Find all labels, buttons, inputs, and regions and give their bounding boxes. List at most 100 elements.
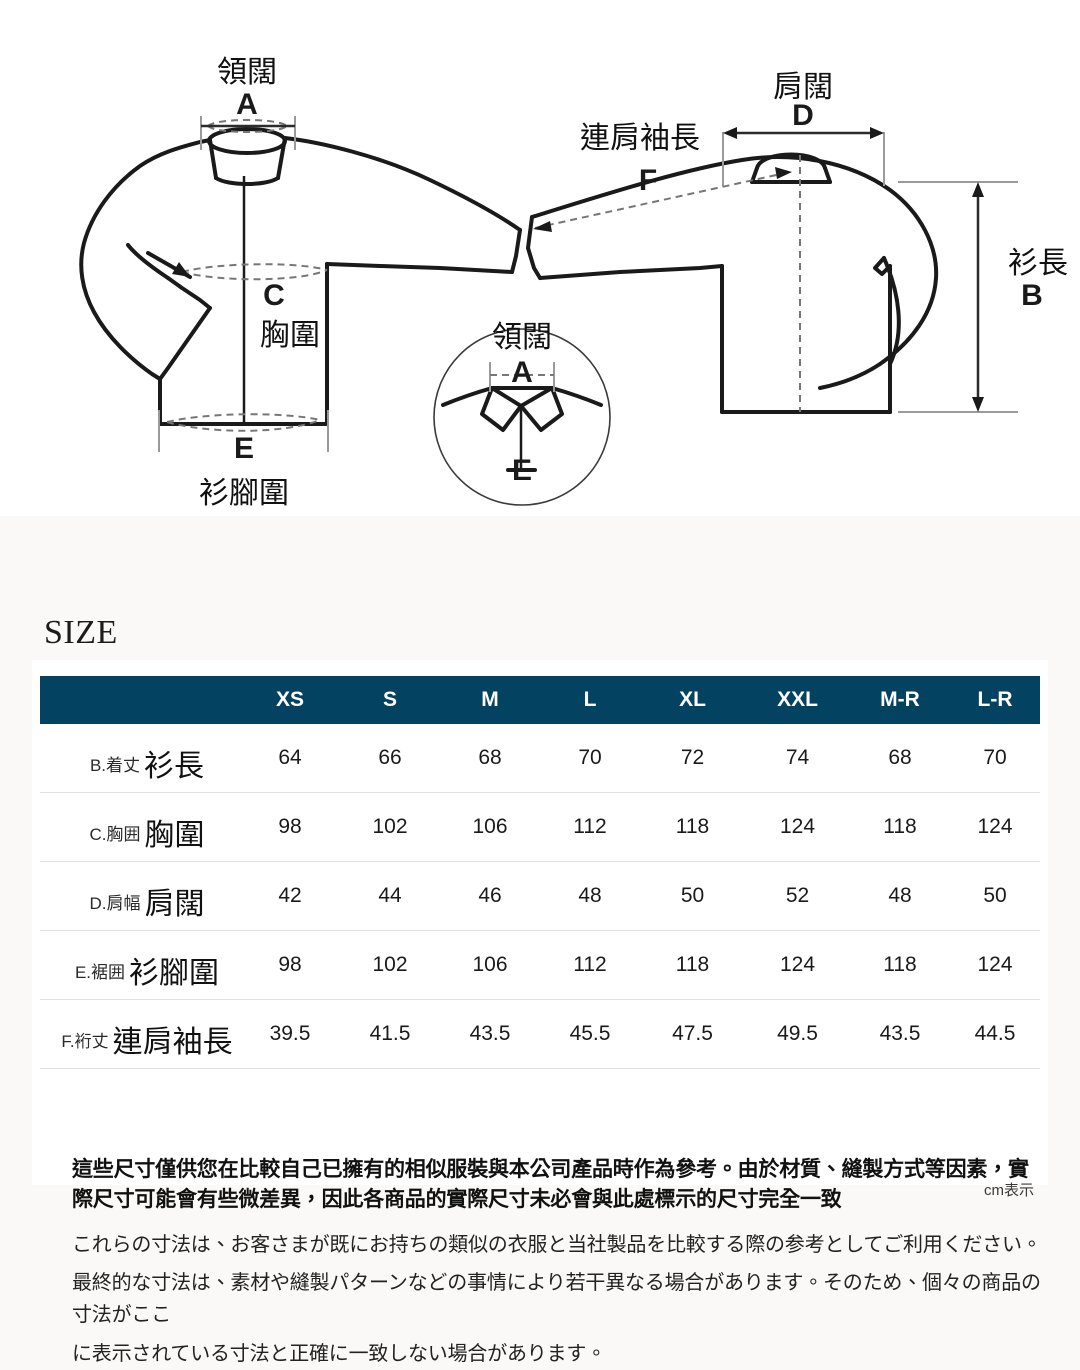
header-col-l: L bbox=[540, 676, 640, 724]
front-chest-letter: C bbox=[263, 279, 285, 312]
length-arrow-top bbox=[972, 182, 984, 197]
cell-c-xs: 98 bbox=[240, 792, 340, 862]
header-col-xl: XL bbox=[640, 676, 745, 724]
cell-f-lr: 44.5 bbox=[950, 999, 1040, 1069]
cell-d-mr: 48 bbox=[850, 861, 950, 931]
back-sleeve-label: 連肩袖長 bbox=[580, 122, 700, 155]
cell-b-xs: 64 bbox=[240, 724, 340, 793]
row-label-sleeve: F.裄丈連肩袖長 bbox=[40, 999, 240, 1069]
collar-top-ellipse bbox=[207, 127, 287, 155]
cell-e-xs: 98 bbox=[240, 930, 340, 1000]
collar-detail-right-point bbox=[519, 386, 564, 432]
cell-e-lr: 124 bbox=[950, 930, 1040, 1000]
cell-c-l: 112 bbox=[540, 792, 640, 862]
table-row: D.肩幅肩闊 42 44 46 48 50 52 48 50 bbox=[40, 861, 1040, 931]
back-right-inner-curve bbox=[882, 256, 901, 366]
size-table: XS S M L XL XXL M-R L-R B.着丈衫長 bbox=[40, 676, 1040, 1069]
size-table-header-row: XS S M L XL XXL M-R L-R bbox=[40, 676, 1040, 724]
header-measurement-col bbox=[40, 676, 240, 724]
note-jp-line-2: 最終的な寸法は、素材や縫製パターンなどの事情により若干異なる場合があります。その… bbox=[72, 1272, 1041, 1327]
cell-b-m: 68 bbox=[440, 724, 540, 793]
cell-e-mr: 118 bbox=[850, 930, 950, 1000]
cell-c-xl: 118 bbox=[640, 792, 745, 862]
front-view-group: 領闊 A C 胸圍 E 衫腳圍 bbox=[79, 56, 522, 510]
cell-e-l: 112 bbox=[540, 930, 640, 1000]
cell-c-lr: 124 bbox=[950, 792, 1040, 862]
cell-e-xl: 118 bbox=[640, 930, 745, 1000]
collar-detail-letter: A bbox=[511, 356, 533, 389]
cell-d-xs: 42 bbox=[240, 861, 340, 931]
back-collar-left bbox=[750, 166, 759, 184]
row-label-hem: E.裾囲衫腳圍 bbox=[40, 930, 240, 1000]
back-length-letter: B bbox=[1021, 279, 1043, 312]
cell-f-xxl: 49.5 bbox=[745, 999, 850, 1069]
sleeve-arrow-left bbox=[533, 221, 552, 232]
front-right-sleeve-under bbox=[325, 262, 514, 274]
back-shoulder-label: 肩闊 bbox=[773, 71, 833, 104]
row-zh-b: 衫長 bbox=[144, 750, 205, 783]
row-jp-c: 胸囲 bbox=[106, 825, 141, 844]
front-left-sleeve-inner-b bbox=[126, 243, 170, 280]
chest-dash-bottom bbox=[181, 269, 328, 281]
sleeve-measure-dash bbox=[534, 171, 791, 229]
cell-e-m: 106 bbox=[440, 930, 540, 1000]
front-chest-label: 胸圍 bbox=[260, 319, 320, 352]
note-zh-line-1: 這些尺寸僅供您在比較自己已擁有的相似服裝與本公司產品時作為參考。由於材質、縫製方… bbox=[72, 1158, 1029, 1181]
cell-f-s: 41.5 bbox=[340, 999, 440, 1069]
table-row: E.裾囲衫腳圍 98 102 106 112 118 124 118 124 bbox=[40, 930, 1040, 1000]
cell-d-m: 46 bbox=[440, 861, 540, 931]
front-hem-label: 衫腳圍 bbox=[199, 477, 289, 510]
size-section: SIZE XS S M L XL XXL M-R L-R bbox=[0, 516, 1080, 1365]
chest-arrow-head bbox=[172, 262, 190, 277]
cell-d-xxl: 52 bbox=[745, 861, 850, 931]
row-zh-f: 連肩袖長 bbox=[112, 1026, 233, 1059]
cell-d-l: 48 bbox=[540, 861, 640, 931]
row-label-chest: C.胸囲胸圍 bbox=[40, 792, 240, 862]
row-zh-d: 肩闊 bbox=[144, 888, 205, 921]
cell-c-mr: 118 bbox=[850, 792, 950, 862]
neck-dash-top bbox=[207, 119, 288, 127]
note-zh-line-2: 際尺寸可能會有些微差異，因此各商品的實際尺寸未必會與此處標示的尺寸完全一致 bbox=[72, 1187, 842, 1211]
shoulder-arrow-left bbox=[723, 127, 737, 139]
back-top-outline bbox=[530, 155, 939, 390]
note-jp-line-1: これらの寸法は、お客さまが既にお持ちの類似の衣服と当社製品を比較する際の参考とし… bbox=[72, 1233, 1042, 1256]
table-row: F.裄丈連肩袖長 39.5 41.5 43.5 45.5 47.5 49.5 4… bbox=[40, 999, 1040, 1069]
cell-c-s: 102 bbox=[340, 792, 440, 862]
cell-c-xxl: 124 bbox=[745, 792, 850, 862]
collar-detail-circle bbox=[433, 328, 611, 506]
cell-d-lr: 50 bbox=[950, 861, 1040, 931]
cell-b-lr: 70 bbox=[950, 724, 1040, 793]
collar-detail-left-shoulder bbox=[441, 386, 494, 407]
header-col-xs: XS bbox=[240, 676, 340, 724]
row-jp-d: 肩幅 bbox=[106, 894, 141, 913]
header-col-s: S bbox=[340, 676, 440, 724]
cell-d-xl: 50 bbox=[640, 861, 745, 931]
front-left-sleeve-inner-a bbox=[166, 276, 212, 310]
cell-c-m: 106 bbox=[440, 792, 540, 862]
collar-detail-letter-e: E bbox=[512, 454, 532, 487]
note-jp-line-3: に表示されている寸法と正確に一致しない場合があります。 bbox=[72, 1342, 606, 1365]
row-code-e: E. bbox=[74, 963, 92, 982]
collar-bottom-curve bbox=[214, 176, 280, 186]
back-sleeve-letter: F bbox=[639, 164, 657, 197]
back-left-cuff bbox=[526, 215, 542, 280]
cell-f-xs: 39.5 bbox=[240, 999, 340, 1069]
front-hem-letter: E bbox=[234, 432, 254, 465]
row-jp-b: 着丈 bbox=[106, 756, 141, 775]
row-label-length: B.着丈衫長 bbox=[40, 724, 240, 793]
cell-b-l: 70 bbox=[540, 724, 640, 793]
sleeve-arrow-right bbox=[775, 167, 792, 179]
row-label-shoulder: D.肩幅肩闊 bbox=[40, 861, 240, 931]
back-left-sleeve-under bbox=[538, 264, 724, 280]
hem-dash-top bbox=[166, 413, 321, 423]
row-jp-e: 裾囲 bbox=[91, 963, 126, 982]
disclaimer-notes: cm表示 這些尺寸僅供您在比較自己已擁有的相似服裝與本公司產品時作為參考。由於材… bbox=[72, 1155, 1042, 1370]
back-collar-top bbox=[755, 152, 827, 170]
cell-f-l: 45.5 bbox=[540, 999, 640, 1069]
row-zh-e: 衫腳圍 bbox=[129, 957, 220, 990]
front-left-cuff bbox=[158, 306, 212, 381]
collar-detail-right-shoulder bbox=[550, 386, 603, 407]
length-arrow-bottom bbox=[972, 397, 984, 412]
row-code-d: D. bbox=[89, 894, 107, 913]
front-neck-label: 領闊 bbox=[217, 56, 277, 89]
